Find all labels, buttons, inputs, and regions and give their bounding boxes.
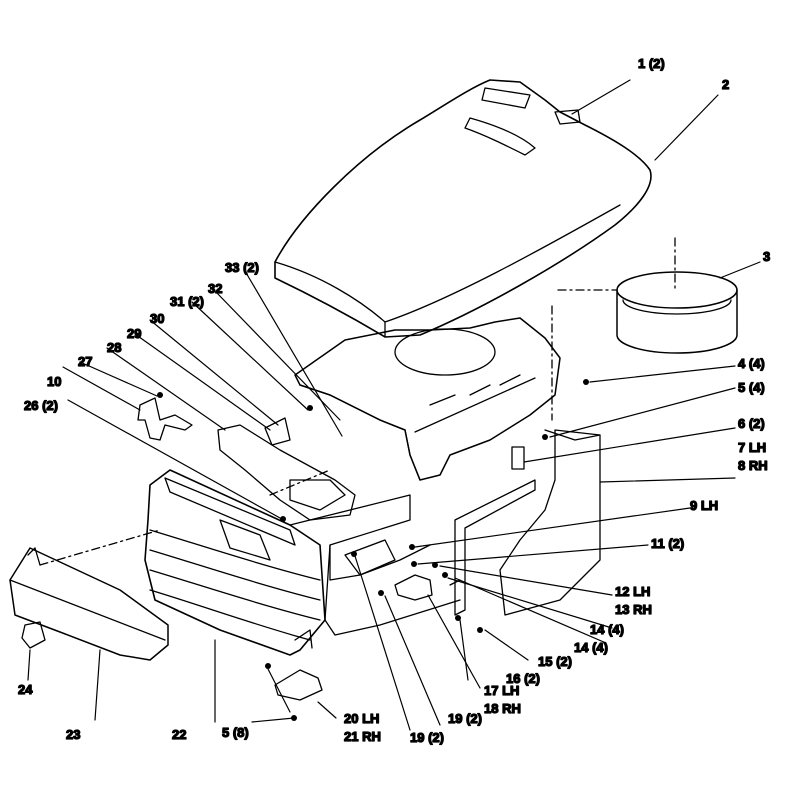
callout-31: 31 (2) <box>170 294 204 309</box>
callout-2: 2 <box>722 77 729 92</box>
emblem-24 <box>21 621 46 649</box>
callout-labels: 1 (2) 2 3 4 (4) 5 (4) 6 (2) 7 LH 8 RH 9 … <box>17 55 771 745</box>
bracket-17-18 <box>394 574 433 601</box>
dash-panel <box>294 317 561 481</box>
pad-6 <box>511 446 525 470</box>
callout-24: 24 <box>18 682 33 697</box>
callout-21: 21 RH <box>344 729 381 744</box>
callout-5a: 5 (4) <box>738 380 765 395</box>
callout-15: 15 (2) <box>538 654 572 669</box>
grille-housing <box>144 469 326 656</box>
hidden-lines <box>39 237 676 566</box>
callout-33: 33 (2) <box>225 260 259 275</box>
callout-9: 9 LH <box>690 498 718 513</box>
callout-17: 17 LH <box>484 683 519 698</box>
callout-30: 30 <box>150 311 164 326</box>
callout-22: 22 <box>172 727 186 742</box>
callout-16: 16 (2) <box>506 671 540 686</box>
callout-29: 29 <box>127 326 141 341</box>
callout-19a: 19 (2) <box>448 711 482 726</box>
callout-8: 8 RH <box>738 458 768 473</box>
callout-32: 32 <box>208 281 222 296</box>
callout-14b: 14 (4) <box>574 640 608 655</box>
callout-23: 23 <box>66 727 80 742</box>
leader-lines <box>27 79 761 731</box>
headlight-assembly <box>217 417 356 521</box>
callout-18: 18 RH <box>484 701 521 716</box>
bracket-20-21 <box>274 669 323 701</box>
callout-1: 1 (2) <box>638 56 665 71</box>
callout-19b: 19 (2) <box>410 730 444 745</box>
callout-10: 10 <box>47 374 61 389</box>
callout-20: 20 LH <box>344 711 379 726</box>
hood-bumper <box>554 109 581 125</box>
bracket-10 <box>137 397 193 441</box>
fasteners <box>157 379 589 721</box>
callout-5b: 5 (8) <box>222 725 249 740</box>
front-bumper-23 <box>9 547 169 661</box>
callout-12: 12 LH <box>615 584 650 599</box>
callout-14a: 14 (4) <box>590 622 624 637</box>
callout-7: 7 LH <box>738 440 766 455</box>
hood <box>274 79 652 338</box>
callout-27: 27 <box>78 354 92 369</box>
side-panel <box>499 429 601 616</box>
callout-11: 11 (2) <box>651 536 684 551</box>
lower-frame <box>289 494 461 636</box>
ring-part <box>616 271 738 354</box>
callout-26: 26 (2) <box>24 398 58 413</box>
callout-3: 3 <box>763 249 770 264</box>
callout-6: 6 (2) <box>738 416 765 431</box>
callout-13: 13 RH <box>615 602 652 617</box>
callout-28: 28 <box>107 340 121 355</box>
callout-4: 4 (4) <box>738 356 765 371</box>
